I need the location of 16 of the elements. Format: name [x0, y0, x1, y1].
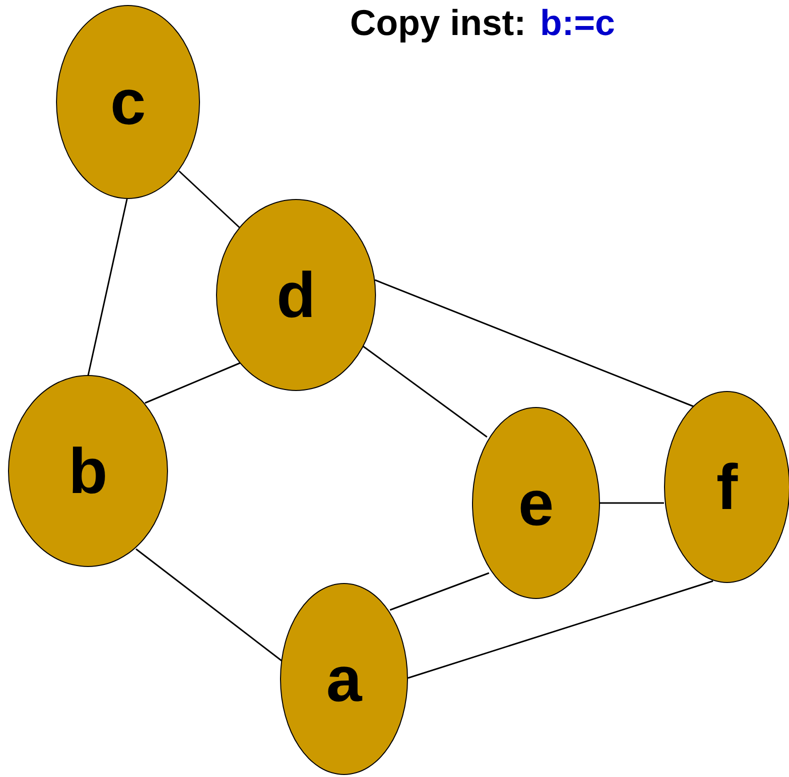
connector-line	[408, 580, 714, 679]
node-label: d	[276, 263, 316, 327]
connector-line	[136, 548, 282, 662]
node-label: c	[110, 70, 146, 134]
connector-line	[600, 502, 664, 504]
node-label: f	[716, 455, 738, 519]
connector-line	[178, 170, 241, 229]
connector-line	[374, 279, 696, 408]
connector-line	[87, 198, 128, 376]
instruction-code: b:=c	[540, 2, 616, 44]
connector-line	[390, 572, 490, 611]
node-label: a	[326, 647, 362, 711]
node-label: e	[518, 471, 554, 535]
connector-line	[144, 362, 240, 404]
node-label: b	[68, 439, 108, 503]
title: Copy inst:	[350, 2, 526, 44]
